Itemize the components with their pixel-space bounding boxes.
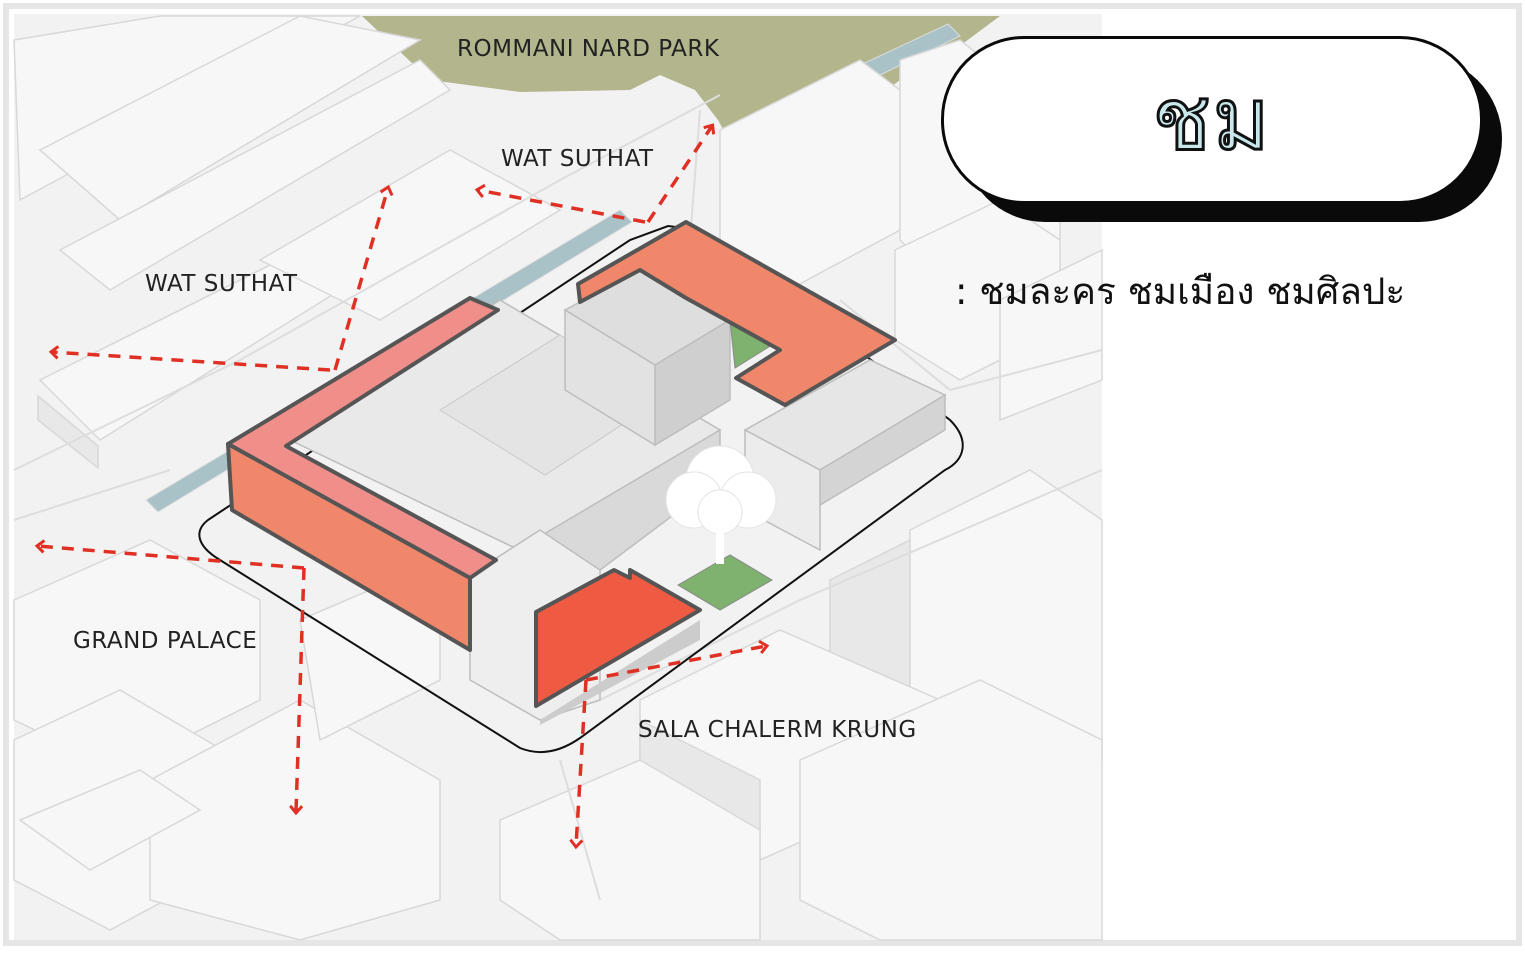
label-rommani-nard-park: ROMMANI NARD PARK [457,36,720,62]
subtitle: : ชมละคร ชมเมือง ชมศิลปะ [955,270,1406,313]
label-grand-palace: GRAND PALACE [73,628,257,654]
outer-border [3,3,1522,946]
page-title: ชม [1151,70,1272,170]
arrow-view-south [576,679,588,846]
arrow-view-west [52,352,331,372]
label-wat-suthat-top: WAT SUTHAT [501,146,654,172]
view-arrows [38,126,766,846]
label-sala-chalerm-krung: SALA CHALERM KRUNG [638,717,917,743]
arrow-view-wat-suthat [478,190,646,224]
courtyard-south [677,554,773,611]
surrounding-buildings [13,15,1103,941]
label-wat-suthat-left: WAT SUTHAT [145,271,298,297]
arrow-view-north [333,188,388,371]
site-boundary [198,224,964,754]
highlight-block-west [226,296,500,652]
streets [13,94,1103,901]
arrow-view-grand-palace [38,546,305,570]
tree-icon [665,445,777,564]
title-pill: ชม [941,36,1483,204]
highlight-block-south [534,568,702,708]
highlight-block-northeast [576,220,897,407]
arrow-view-sala-chalerm-krung [585,646,766,682]
